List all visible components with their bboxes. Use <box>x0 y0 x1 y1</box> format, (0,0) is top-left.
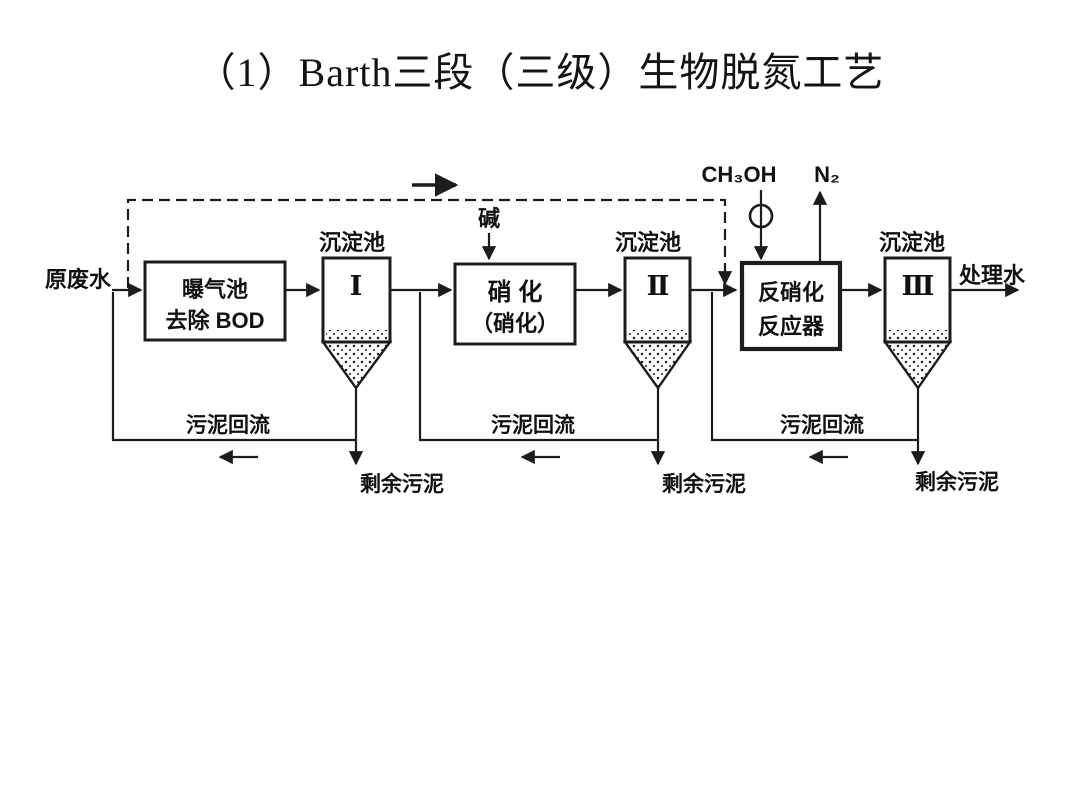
sludge-return-label-2: 污泥回流 <box>491 413 575 437</box>
sludge-return-label-1: 污泥回流 <box>186 413 270 437</box>
aeration-tank-line1: 曝气池 <box>182 277 248 302</box>
settler-2: 沉淀池 Ⅱ <box>615 230 693 391</box>
effluent-label: 处理水 <box>958 263 1026 288</box>
excess-sludge-label-3: 剩余污泥 <box>915 470 999 494</box>
denitrification-reactor: 反硝化 反应器 <box>739 260 843 352</box>
settler-1-numeral: Ⅰ <box>350 271 363 302</box>
settler-1-sludge-band <box>326 330 387 341</box>
settler-3-title: 沉淀池 <box>879 230 945 255</box>
sludge-return-line-1 <box>111 292 356 442</box>
settler-2-numeral: Ⅱ <box>647 271 670 302</box>
methanol-label: CH₃OH <box>702 162 777 187</box>
alkali-label: 碱 <box>478 206 500 231</box>
nitrification-line1: 硝 化 <box>488 278 543 306</box>
settler-3-funnel <box>882 340 953 391</box>
excess-sludge-label-2: 剩余污泥 <box>662 472 746 496</box>
denitrification-line1: 反硝化 <box>758 280 824 305</box>
sludge-return-line-3 <box>710 292 918 442</box>
aeration-tank-box <box>143 260 287 342</box>
bypass-dashed-line <box>126 198 733 288</box>
settler-1-tank <box>321 256 392 344</box>
sludge-return-line-2 <box>418 292 658 442</box>
nitrification-tank: 硝 化 （硝化） <box>453 262 577 346</box>
settler-2-funnel <box>622 340 693 391</box>
sludge-return-label-3: 污泥回流 <box>780 413 864 437</box>
nitrification-tank-box <box>453 262 577 346</box>
settler-3: 沉淀池 Ⅲ <box>879 230 953 391</box>
settler-3-tank <box>883 256 952 344</box>
settler-2-title: 沉淀池 <box>615 230 681 255</box>
settler-3-numeral: Ⅲ <box>902 271 935 302</box>
settler-3-sludge-band <box>888 330 947 341</box>
excess-sludge-label-1: 剩余污泥 <box>360 472 444 496</box>
denitrification-reactor-box <box>739 260 843 352</box>
denitrification-line2: 反应器 <box>758 314 825 339</box>
settler-2-sludge-band <box>628 330 687 341</box>
aeration-tank-line2: 去除 BOD <box>165 308 264 333</box>
settler-2-tank <box>623 256 692 344</box>
nitrification-line2: （硝化） <box>471 311 559 336</box>
nitrogen-gas-label: N₂ <box>814 162 840 187</box>
settler-1: 沉淀池 Ⅰ <box>319 230 393 391</box>
influent-label: 原废水 <box>45 267 112 292</box>
feed-valve-icon <box>748 203 774 229</box>
page-title: （1）Barth三段（三级）生物脱氮工艺 <box>195 50 885 95</box>
settler-1-title: 沉淀池 <box>319 230 385 255</box>
aeration-tank: 曝气池 去除 BOD <box>143 260 287 342</box>
settler-1-funnel <box>320 340 393 391</box>
